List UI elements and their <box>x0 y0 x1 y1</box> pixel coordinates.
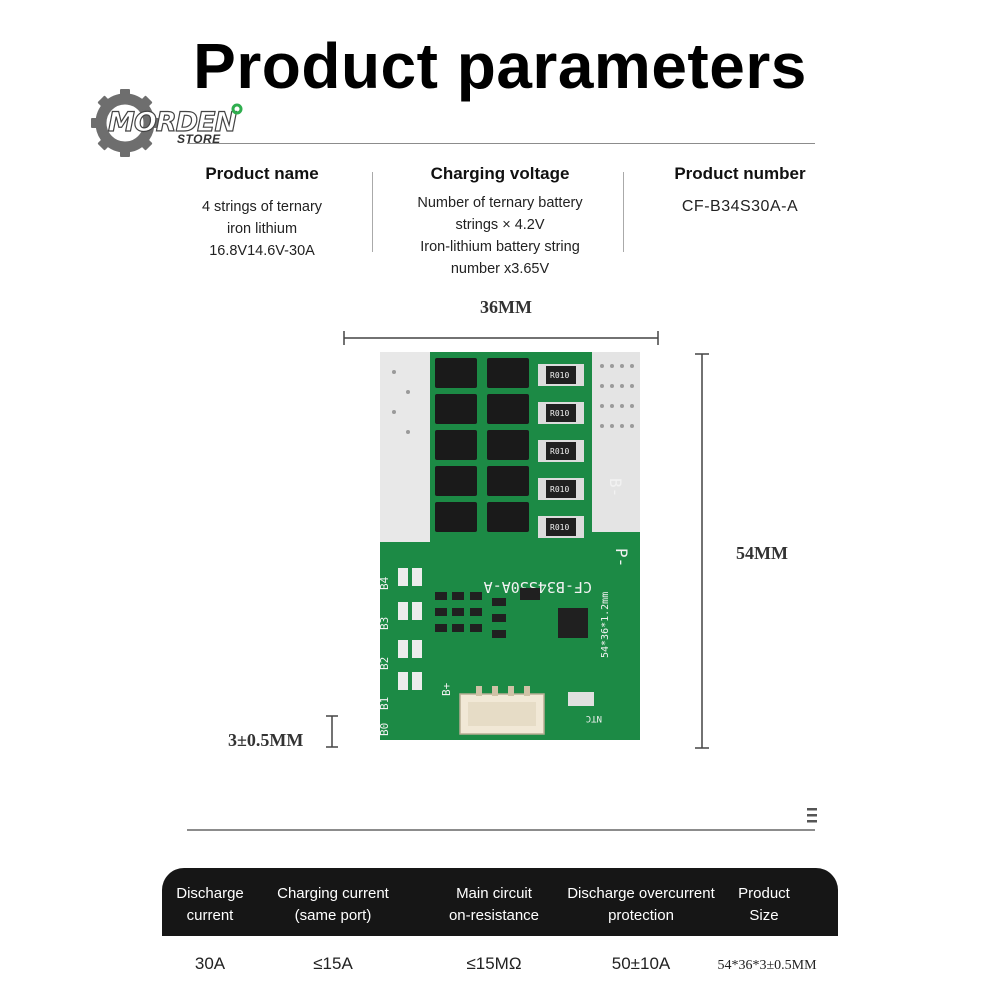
width-label: 36MM <box>480 297 532 317</box>
height-label: 54MM <box>736 543 788 563</box>
header-line: protection <box>608 907 674 924</box>
pcb-size-label: 54*36*1.2mm <box>600 592 611 658</box>
header-line: Product <box>738 885 790 902</box>
pcb-board: R010 R010 R010 R010 R010 B- P- CF-B34S30… <box>380 352 640 740</box>
thickness-label: 3±0.5MM <box>228 730 304 750</box>
resistor-label: R010 <box>550 447 569 456</box>
resistor-label: R010 <box>550 371 569 380</box>
param-head: Charging voltage <box>430 164 570 183</box>
height-dimension-line <box>695 353 709 749</box>
param-line: strings × 4.2V <box>455 217 545 233</box>
header-line: Discharge overcurrent <box>567 885 715 902</box>
param-line: iron lithium <box>226 221 298 237</box>
param-product-number: Product number CF-B34S30A-A <box>640 162 840 218</box>
cell-label: B0 <box>380 723 391 736</box>
table-value-on-resistance: ≤15MΩ <box>466 954 522 973</box>
param-line: Iron-lithium battery string <box>420 239 580 255</box>
menu-icon <box>807 808 817 823</box>
header-line: Size <box>749 907 779 924</box>
logo-name: MORDEN <box>107 107 237 138</box>
width-dimension-line <box>343 331 659 345</box>
pin-label-b-minus: B- <box>606 478 625 497</box>
column-divider <box>623 172 624 252</box>
header-line: Charging current <box>277 885 389 902</box>
table-header: Main circuit on-resistance <box>432 883 556 927</box>
resistor-label: R010 <box>550 523 569 532</box>
table-value-size: 54*36*3±0.5MM <box>717 958 817 973</box>
table-header: Discharge current <box>162 883 258 927</box>
header-line: on-resistance <box>448 907 540 924</box>
param-head: Product name <box>205 164 319 183</box>
table-value-overcurrent: 50±10A <box>611 954 671 973</box>
board-code: CF-B34S30A-A <box>484 578 592 596</box>
cell-label: B2 <box>380 657 391 670</box>
resistor-label: R010 <box>550 409 569 418</box>
param-charging-voltage: Charging voltage Number of ternary batte… <box>385 162 615 280</box>
param-line: 16.8V14.6V-30A <box>209 243 315 259</box>
header-line: Discharge <box>176 885 244 902</box>
header-line: Main circuit <box>456 885 532 902</box>
cell-label: B3 <box>380 617 391 630</box>
table-value-charging-current: ≤15A <box>313 954 353 973</box>
bottom-divider <box>187 829 815 831</box>
column-divider <box>372 172 373 252</box>
param-line: number x3.65V <box>450 261 550 277</box>
top-divider <box>187 143 815 144</box>
param-product-name: Product name 4 strings of ternary iron l… <box>172 162 352 262</box>
store-logo: MORDEN STORE <box>90 88 250 158</box>
table-header: Charging current (same port) <box>262 883 404 927</box>
small-gear-icon <box>231 103 243 115</box>
table-value-discharge-current: 30A <box>194 954 226 973</box>
cell-label: B4 <box>380 576 391 590</box>
table-header-band <box>162 868 838 936</box>
param-line: 4 strings of ternary <box>201 199 323 215</box>
table-header: Discharge overcurrent protection <box>556 883 726 927</box>
thickness-dimension-line <box>326 715 338 748</box>
ntc-label: NTC <box>586 713 602 723</box>
connector-label: B+ <box>440 682 453 696</box>
param-line: Number of ternary battery <box>417 195 583 211</box>
pin-label-p-minus: P- <box>612 548 631 567</box>
param-head: Product number <box>674 164 806 183</box>
table-header: Product Size <box>720 883 808 927</box>
resistor-label: R010 <box>550 485 569 494</box>
gear-icon <box>91 89 159 157</box>
page-title: Product parameters <box>193 30 807 102</box>
header-line: current <box>186 907 234 924</box>
param-line: CF-B34S30A-A <box>681 198 799 215</box>
logo-sub: STORE <box>177 132 221 146</box>
header-line: (same port) <box>294 907 372 924</box>
cell-label: B1 <box>380 697 391 710</box>
